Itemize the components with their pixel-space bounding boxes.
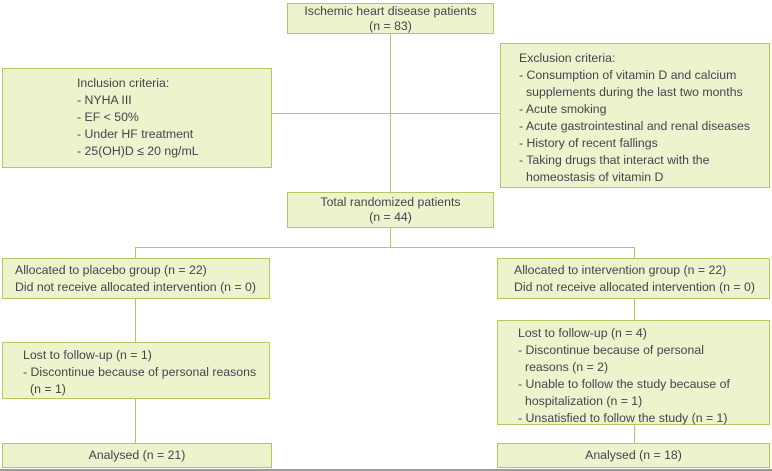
intervention-lost-item: - Unable to follow the study because of … [518, 377, 730, 408]
box-intervention-analysed: Analysed (n = 18) [497, 443, 770, 468]
placebo-allocation-line2: Did not receive allocated intervention (… [15, 280, 256, 294]
connector-criteria-horizontal [272, 113, 500, 114]
connector-placebo-lost-to-analysed [135, 399, 136, 443]
exclusion-item: - Acute gastrointestinal and renal disea… [519, 119, 751, 133]
inclusion-item: - EF < 50% [77, 110, 139, 124]
box-randomized: Total randomized patients (n = 44) [287, 192, 494, 228]
placebo-lost-item: - Discontinue because of personal reason… [23, 365, 257, 396]
inclusion-item: - 25(OH)D ≤ 20 ng/mL [77, 144, 199, 158]
randomized-count: (n = 44) [369, 210, 412, 224]
box-placebo-lost-followup: Lost to follow-up (n = 1) - Discontinue … [2, 342, 270, 399]
enrolled-count: (n = 83) [369, 18, 412, 33]
box-enrolled-patients: Ischemic heart disease patients (n = 83) [287, 3, 494, 34]
intervention-analysed-label: Analysed (n = 18) [585, 448, 682, 462]
placebo-analysed-label: Analysed (n = 21) [88, 448, 186, 462]
box-intervention-lost-followup: Lost to follow-up (n = 4) - Discontinue … [497, 320, 770, 425]
intervention-allocation-line2: Did not receive allocated intervention (… [514, 280, 755, 294]
box-inclusion-criteria: Inclusion criteria: - NYHA III - EF < 50… [2, 68, 272, 168]
placebo-allocation-line1: Allocated to placebo group (n = 22) [15, 263, 207, 277]
connector-split-horizontal [135, 247, 635, 248]
randomized-line1: Total randomized patients [320, 195, 461, 209]
exclusion-item: - History of recent fallings [519, 136, 658, 150]
intervention-lost-title: Lost to follow-up (n = 4) [518, 326, 647, 340]
inclusion-title: Inclusion criteria: [77, 76, 170, 90]
intervention-allocation-line1: Allocated to intervention group (n = 22) [514, 263, 727, 277]
connector-split-to-placebo [135, 247, 136, 258]
connector-randomized-to-split [390, 228, 391, 248]
box-intervention-allocation: Allocated to intervention group (n = 22)… [497, 258, 770, 299]
connector-intervention-lost-to-analysed [634, 425, 635, 443]
box-placebo-allocation: Allocated to placebo group (n = 22) Did … [2, 258, 270, 299]
connector-placebo-alloc-to-lost [135, 299, 136, 342]
intervention-lost-item: - Unsatisfied to follow the study (n = 1… [518, 411, 728, 425]
exclusion-item: - Consumption of vitamin D and calcium s… [519, 68, 743, 99]
enrolled-line1: Ischemic heart disease patients [304, 3, 477, 18]
box-placebo-analysed: Analysed (n = 21) [2, 443, 272, 468]
exclusion-item: - Acute smoking [519, 102, 607, 116]
intervention-lost-item: - Discontinue because of personal reason… [518, 343, 704, 374]
exclusion-item: - Taking drugs that interact with the ho… [519, 153, 710, 184]
box-exclusion-criteria: Exclusion criteria: - Consumption of vit… [500, 43, 770, 188]
inclusion-item: - NYHA III [77, 93, 132, 107]
placebo-lost-title: Lost to follow-up (n = 1) [23, 348, 152, 362]
connector-split-to-intervention [634, 247, 635, 258]
connector-intervention-alloc-to-lost [634, 299, 635, 320]
inclusion-item: - Under HF treatment [77, 127, 194, 141]
exclusion-title: Exclusion criteria: [519, 51, 616, 65]
figure-bottom-rule [0, 469, 772, 471]
